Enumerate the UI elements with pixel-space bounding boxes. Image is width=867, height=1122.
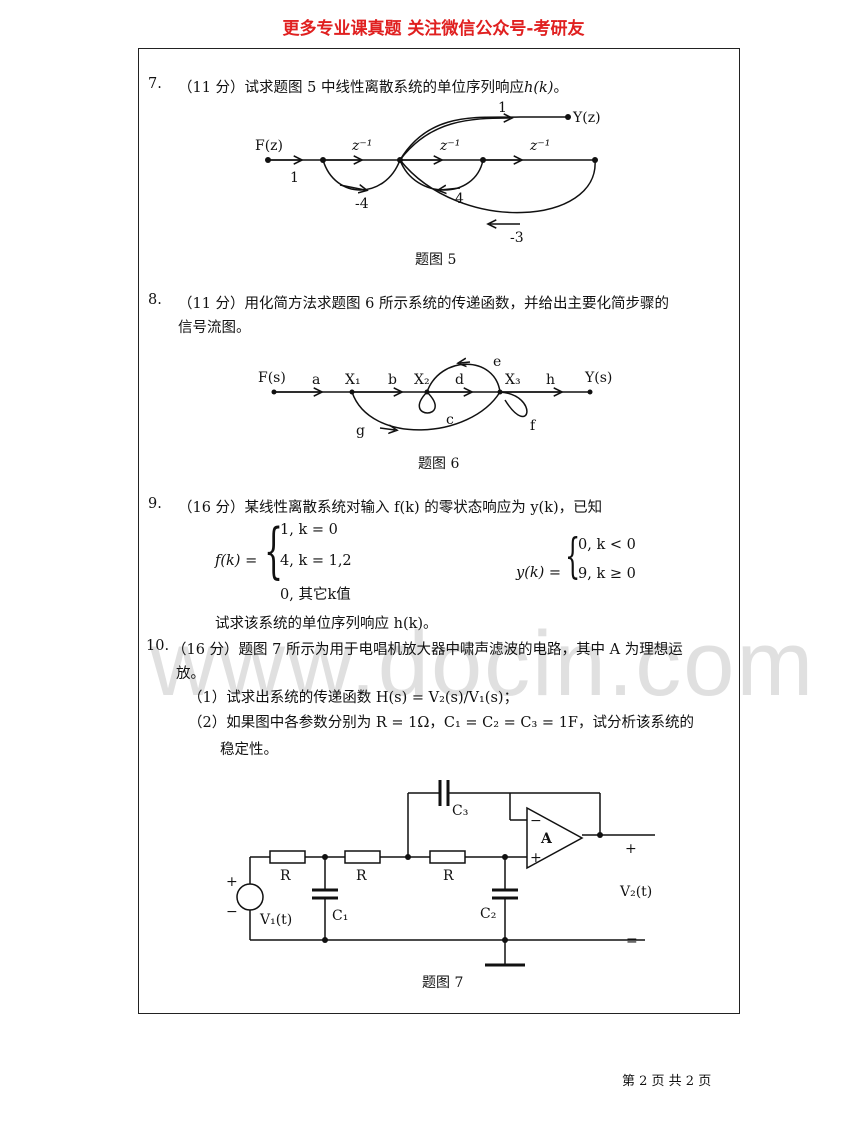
q9-line2: 试求该系统的单位序列响应 h(k)。 xyxy=(215,616,438,632)
fig7-r3: R xyxy=(443,868,454,884)
q9-f-brace: { xyxy=(264,516,284,586)
fig5-fb-2: 4 xyxy=(455,191,464,207)
fig6-gain-g: g xyxy=(356,423,365,439)
fig5-input-label: F(z) xyxy=(255,138,283,154)
q10-sub2: （2）如果图中各参数分别为 R = 1Ω，C₁ = C₂ = C₃ = 1F，试… xyxy=(188,715,694,731)
q10-number: 10. xyxy=(146,638,170,654)
fig5-output-label: Y(z) xyxy=(572,110,601,126)
q10-sub1: （1）试求出系统的传递函数 H(s) = V₂(s)/V₁(s)； xyxy=(188,690,519,706)
q9-f-case-3: 0, 其它k值 xyxy=(280,587,351,603)
fig7-r1: R xyxy=(280,868,291,884)
q9-f-case-2: 4, k = 1,2 xyxy=(280,553,352,569)
q9-line1: （16 分）某线性离散系统对输入 f(k) 的零状态响应为 y(k)，已知 xyxy=(178,500,603,516)
fig7-v1: V₁(t) xyxy=(259,912,292,928)
fig7-caption: 题图 7 xyxy=(422,975,463,991)
fig6-gain-a: a xyxy=(312,372,320,388)
fig7-out-minus: = xyxy=(626,933,638,949)
q10-sub3: 稳定性。 xyxy=(220,742,278,758)
fig7-r2: R xyxy=(356,868,367,884)
watermark: www.docin.com xyxy=(150,613,816,715)
q7-text: （11 分）试求题图 5 中线性离散系统的单位序列响应h(k)。 xyxy=(178,76,568,97)
fig7-opamp: A xyxy=(540,831,553,847)
page-footer: 第 2 页 共 2 页 xyxy=(622,1074,712,1089)
q7-fn: h(k) xyxy=(524,80,554,96)
fig6-node-x1: X₁ xyxy=(345,372,361,388)
q9-y-lhs: y(k) = xyxy=(516,565,562,581)
fig5-fb-3: -3 xyxy=(510,230,524,246)
fig6-caption: 题图 6 xyxy=(418,456,459,472)
q9-f-lhs: f(k) = xyxy=(215,553,258,569)
fig6-node-x2: X₂ xyxy=(414,372,430,388)
q8-number: 8. xyxy=(148,292,162,308)
q8-line1: （11 分）用化简方法求题图 6 所示系统的传递函数，并给出主要化简步骤的 xyxy=(178,296,670,312)
fig7-c3: C₃ xyxy=(452,803,468,819)
q10-line2: 放。 xyxy=(176,666,205,682)
fig6-gain-b: b xyxy=(388,372,397,388)
fig6-input-label: F(s) xyxy=(258,370,286,386)
fig7-in-minus: − xyxy=(226,904,238,920)
q9-y-brace: { xyxy=(565,528,581,584)
fig6-gain-c: c xyxy=(446,412,454,428)
q9-y-case-1: 0, k < 0 xyxy=(578,537,636,553)
fig7-c2: C₂ xyxy=(480,906,496,922)
fig7-out-plus: + xyxy=(625,841,637,857)
q7-body: （11 分）试求题图 5 中线性离散系统的单位序列响应 xyxy=(178,80,525,96)
fig7-v2: V₂(t) xyxy=(619,884,652,900)
fig5-delay-3: z⁻¹ xyxy=(529,138,550,154)
fig7-c1: C₁ xyxy=(332,908,348,924)
fig6-gain-h: h xyxy=(546,372,555,388)
q8-line2: 信号流图。 xyxy=(178,320,251,336)
fig5-caption: 题图 5 xyxy=(415,252,456,268)
fig5-gain-in: 1 xyxy=(290,170,299,186)
content-border xyxy=(138,48,740,1014)
q7-end: 。 xyxy=(553,80,568,96)
q9-f-case-1: 1, k = 0 xyxy=(280,522,338,538)
fig6-node-x3: X₃ xyxy=(505,372,521,388)
fig7-in-plus: + xyxy=(226,874,238,890)
q10-line1: （16 分）题图 7 所示为用于电唱机放大器中啸声滤波的电路，其中 A 为理想运 xyxy=(172,642,683,658)
fig6-gain-f: f xyxy=(530,418,537,434)
q7-number: 7. xyxy=(148,76,162,92)
fig6-gain-d: d xyxy=(455,372,464,388)
fig5-fb-1: -4 xyxy=(355,196,369,212)
fig7-op-plus: + xyxy=(530,850,542,866)
fig6-output-label: Y(s) xyxy=(584,370,612,386)
fig5-gain-out: 1 xyxy=(498,100,507,116)
fig6-gain-e: e xyxy=(493,354,501,370)
q9-number: 9. xyxy=(148,496,162,512)
fig7-op-minus: − xyxy=(530,813,542,829)
promo-header: 更多专业课真题 关注微信公众号-考研友 xyxy=(282,19,585,39)
q9-y-case-2: 9, k ≥ 0 xyxy=(578,566,636,582)
fig5-delay-1: z⁻¹ xyxy=(351,138,372,154)
fig5-delay-2: z⁻¹ xyxy=(439,138,460,154)
